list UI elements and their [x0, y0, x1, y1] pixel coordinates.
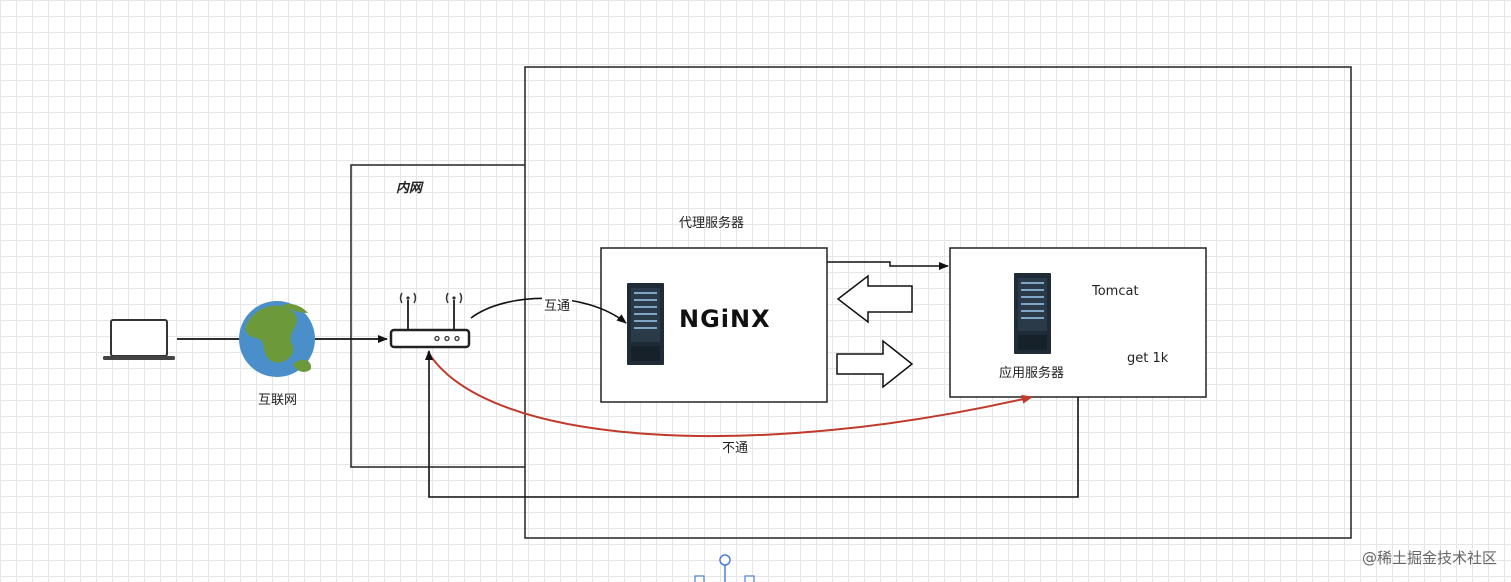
watermark: @稀土掘金技术社区: [1361, 549, 1497, 567]
connection-handle[interactable]: [694, 554, 755, 582]
edge-label-blocked: 不通: [720, 437, 751, 456]
proxy-to-tomcat-connector: [827, 261, 949, 270]
server-icon: [627, 283, 664, 365]
nginx-logo: NGiNX: [679, 305, 771, 333]
left-arrow-icon: [836, 274, 913, 324]
laptop-icon: [103, 319, 175, 360]
edge-label-connected: 互通: [542, 295, 573, 314]
tomcat-box: [949, 247, 1207, 398]
globe-icon: [239, 301, 315, 377]
app-server-icon: [1014, 273, 1051, 354]
app-server-label: 应用服务器: [999, 366, 1065, 381]
proxy-label: 代理服务器: [679, 216, 745, 231]
tomcat-to-router-return-path: [425, 350, 1079, 498]
outer-container: [524, 66, 1352, 539]
get-note: get 1k: [1127, 351, 1169, 366]
tomcat-label: Tomcat: [1092, 284, 1139, 299]
intranet-label: 内网: [396, 181, 423, 196]
internet-label: 互联网: [258, 393, 298, 408]
intranet-container: [350, 164, 525, 468]
right-arrow-icon: [836, 339, 914, 389]
router-icon: [389, 292, 471, 349]
router-to-appserver-edge: [427, 351, 1033, 438]
